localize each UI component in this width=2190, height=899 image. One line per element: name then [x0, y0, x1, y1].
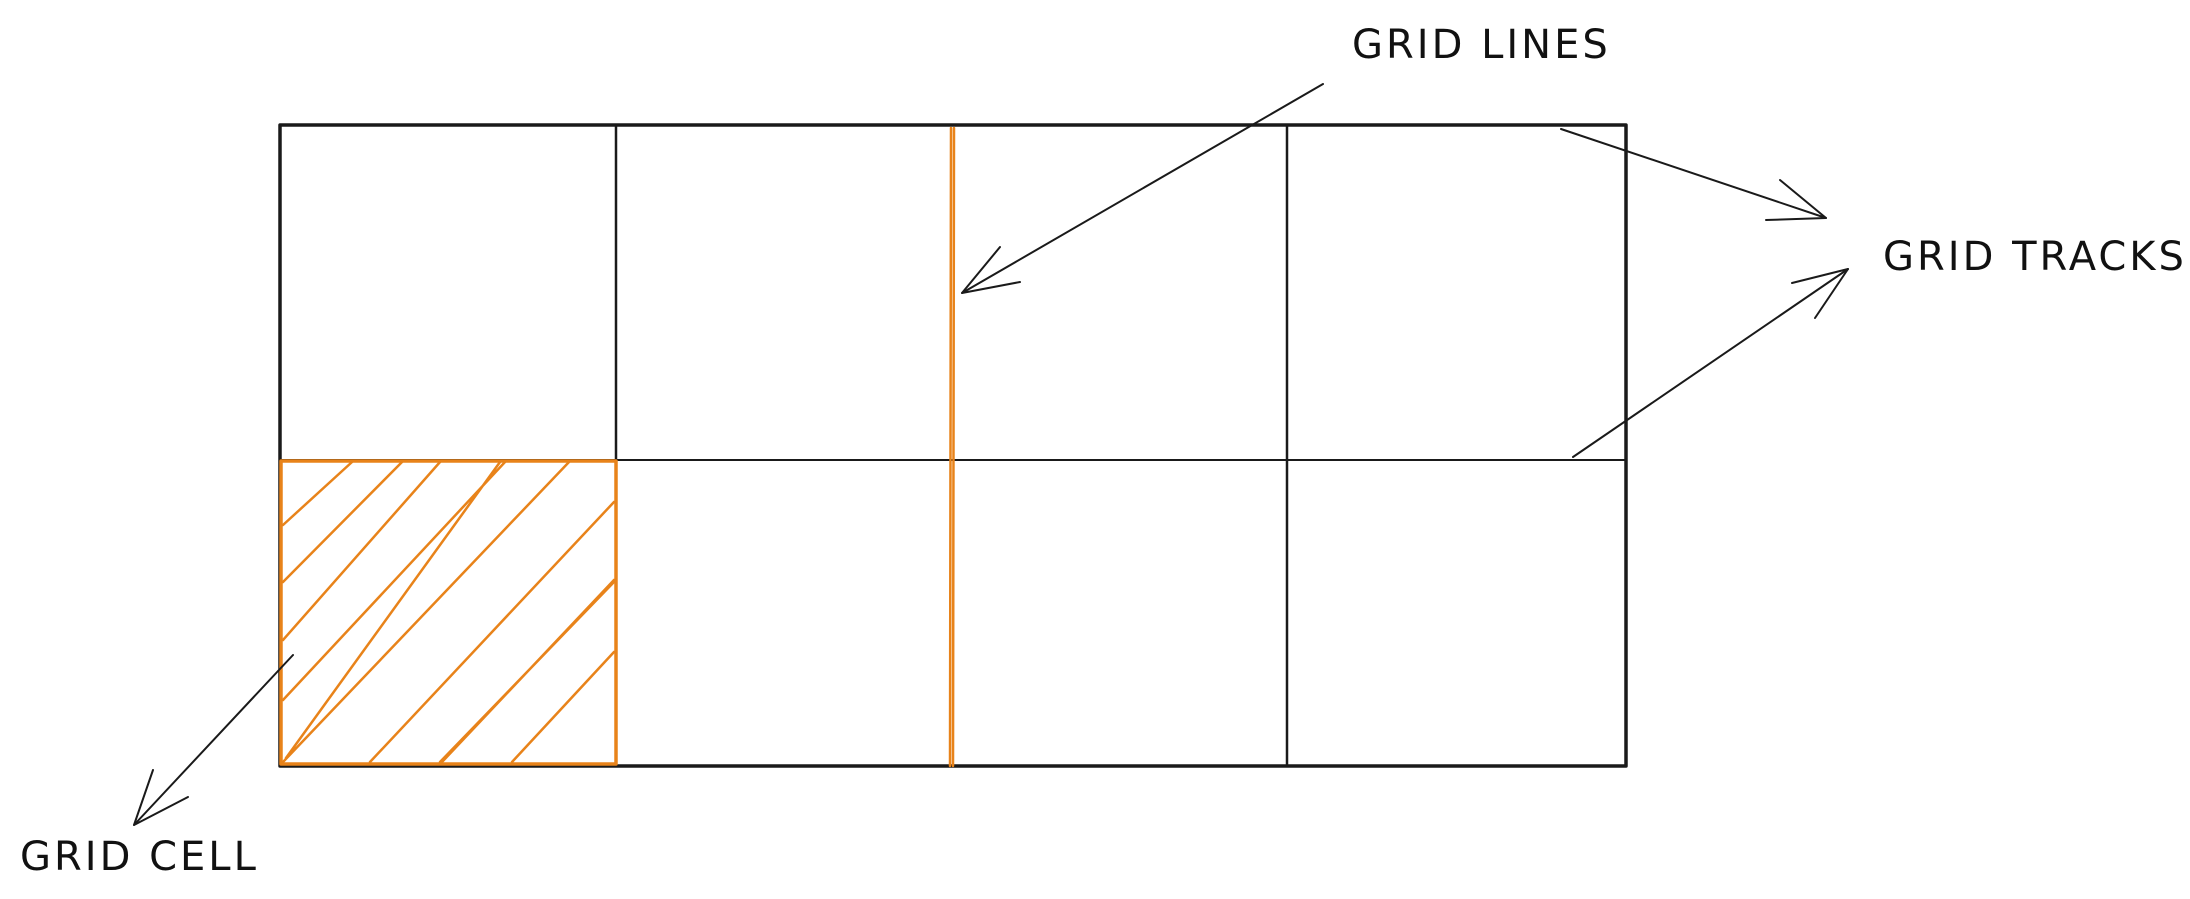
label-grid-lines: GRID LINES: [1352, 22, 1611, 68]
arrow-grid-tracks-bottom: [1572, 268, 1849, 458]
highlighted-grid-line: [948, 126, 956, 768]
highlighted-grid-cell: [279, 459, 618, 766]
label-grid-cell: GRID CELL: [20, 834, 259, 880]
arrow-grid-cell: [133, 654, 294, 826]
arrow-grid-lines: [961, 83, 1324, 294]
label-grid-tracks: GRID TRACKS: [1883, 234, 2187, 280]
arrow-grid-tracks-top: [1560, 128, 1827, 221]
